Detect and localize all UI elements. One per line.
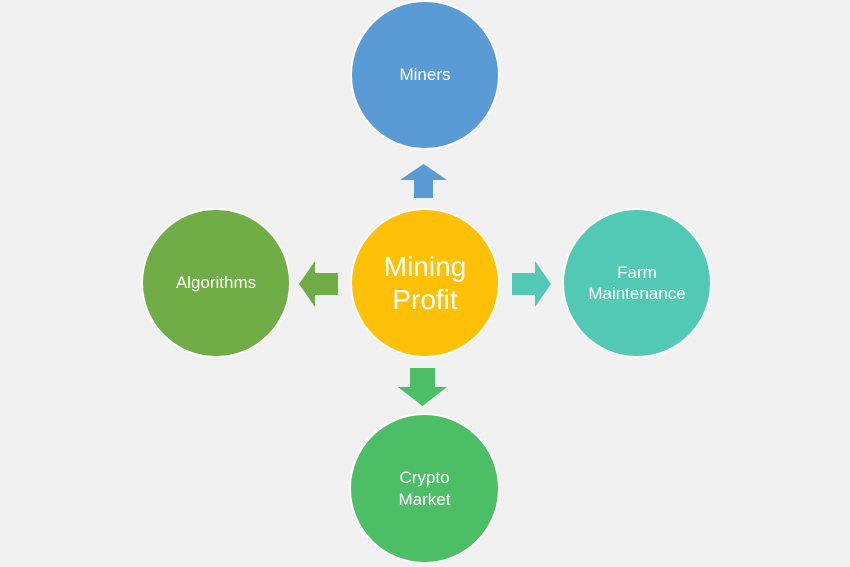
node-miners: Miners (352, 2, 498, 148)
node-algorithms: Algorithms (143, 210, 289, 356)
node-crypto-market: Crypto Market (351, 415, 498, 562)
up-arrow-icon (400, 164, 447, 198)
left-arrow-shape (299, 261, 338, 307)
node-mining-profit-label: Mining Profit (383, 250, 467, 315)
down-arrow-shape (398, 368, 447, 406)
node-mining-profit: Mining Profit (352, 210, 498, 356)
right-arrow-icon (512, 261, 551, 307)
down-arrow-icon (398, 368, 447, 406)
node-farm-maintenance: Farm Maintenance (564, 210, 710, 356)
left-arrow-icon (299, 261, 338, 307)
node-crypto-market-label: Crypto Market (398, 468, 451, 509)
up-arrow-shape (400, 164, 447, 198)
node-farm-maintenance-label: Farm Maintenance (588, 262, 686, 303)
node-miners-label: Miners (399, 65, 451, 85)
node-algorithms-label: Algorithms (175, 273, 257, 293)
right-arrow-shape (512, 261, 551, 307)
